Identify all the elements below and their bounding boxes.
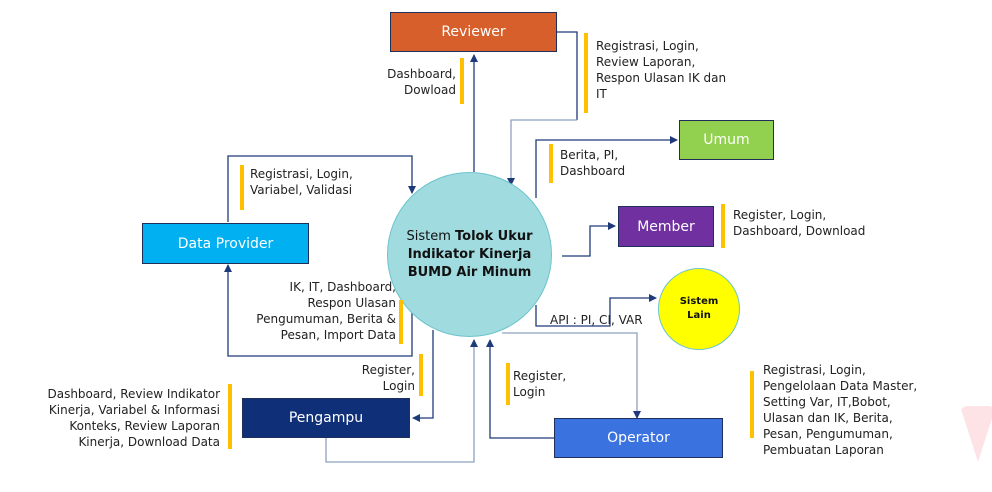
entity-data-provider-label: Data Provider [177, 235, 274, 252]
arrow-center-to-umum [535, 136, 678, 198]
highlight-bar [721, 204, 725, 248]
highlight-bar [549, 144, 553, 183]
highlight-bar [399, 300, 403, 344]
entity-pengampu-label: Pengampu [288, 410, 364, 426]
flow-label-pengampu-in: Register, Login [361, 363, 415, 393]
arrow-operator-to-center [486, 339, 554, 439]
highlight-bar [228, 384, 232, 449]
arrow-center-to-member [562, 222, 616, 257]
highlight-bar [584, 33, 588, 113]
arrow-reviewer-to-center [557, 31, 578, 120]
arrow-center-to-dataprovider [224, 264, 413, 357]
arrow-center-to-sistemlain [535, 294, 657, 327]
flow-label-umum-out: Berita, PI, Dashboard [560, 148, 626, 178]
arrow-pengampu-to-center [325, 339, 478, 463]
central-system-process[interactable]: Sistem Tolok Ukur Indikator Kinerja BUMD… [387, 172, 552, 337]
sistem-lain-label-2: Lain [687, 310, 711, 321]
highlight-bar [460, 58, 464, 104]
flow-label-sistem-lain-api: API : PI, CI, VAR [550, 313, 643, 327]
highlight-bar [419, 354, 423, 396]
entity-operator[interactable]: Operator [554, 418, 723, 458]
decorative-shape [960, 406, 992, 462]
arrow-dataprovider-to-center [227, 155, 416, 222]
entity-member-label: Member [637, 218, 695, 235]
flow-label-data-provider-out: IK, IT, Dashboard, Respon Ulasan Pengumu… [256, 280, 396, 342]
flow-label-operator-in: Register, Login [513, 369, 567, 399]
central-system-title: Tolok Ukur Indikator Kinerja BUMD Air Mi… [407, 228, 533, 280]
entity-data-provider[interactable]: Data Provider [142, 223, 309, 264]
flow-label-data-provider-in: Registrasi, Login, Variabel, Validasi [250, 167, 353, 197]
flow-label-reviewer-out: Dashboard, Dowload [387, 67, 456, 97]
arrow-center-to-pengampu [412, 330, 434, 422]
flow-label-pengampu-out: Dashboard, Review Indikator Kinerja, Var… [47, 387, 220, 449]
central-system-prefix: Sistem [406, 228, 451, 244]
entity-operator-label: Operator [607, 430, 670, 446]
entity-umum-label: Umum [703, 132, 750, 148]
highlight-bar [750, 371, 754, 438]
entity-pengampu[interactable]: Pengampu [242, 398, 410, 438]
highlight-bar [506, 363, 510, 405]
arrow-center-to-operator [502, 332, 641, 419]
entity-reviewer-label: Reviewer [441, 24, 506, 40]
entity-reviewer[interactable]: Reviewer [390, 12, 557, 52]
highlight-bar [240, 165, 244, 210]
entity-umum[interactable]: Umum [679, 120, 774, 160]
flow-label-reviewer-in: Registrasi, Login, Review Laporan, Respo… [596, 39, 727, 101]
flow-label-member-out: Register, Login, Dashboard, Download [733, 208, 866, 238]
flow-label-operator-out: Registrasi, Login, Pengelolaan Data Mast… [763, 363, 918, 457]
entity-sistem-lain[interactable]: Sistem Lain [658, 268, 740, 350]
entity-member[interactable]: Member [618, 206, 714, 247]
sistem-lain-label-1: Sistem [679, 296, 719, 307]
